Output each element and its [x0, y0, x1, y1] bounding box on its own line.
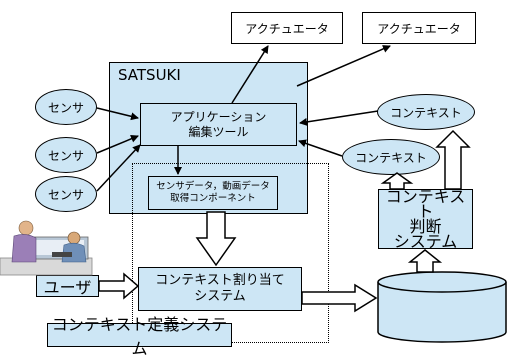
- app-edit-tool-line1: アプリケーション: [170, 109, 267, 124]
- actuator-label-1: アクチュエータ: [245, 21, 329, 36]
- block-arrow-judge-to-context-mid: [380, 172, 414, 190]
- actuator-label-2: アクチュエータ: [377, 21, 461, 36]
- block-arrow-assign-to-db: [301, 283, 378, 313]
- user-illustration: [0, 220, 93, 276]
- user-label: ユーザ: [43, 278, 92, 297]
- sensor-ellipse-2: センサ: [35, 137, 97, 173]
- sensor-label-2: センサ: [47, 148, 84, 163]
- arrow-context-mid: [298, 139, 343, 157]
- context-ellipse-top: コンテキスト: [377, 94, 475, 130]
- sensor-ellipse-1: センサ: [35, 89, 97, 125]
- sensor-data-component-line1: センサデータ，動画データ: [156, 181, 270, 192]
- app-edit-tool-line2: 編集ツール: [188, 124, 249, 139]
- arrow-to-actuator-1: [231, 45, 269, 104]
- sensor-data-component-line2: 取得コンポーネント: [170, 193, 256, 204]
- definition-system-box: コンテキスト定義システム: [47, 315, 232, 358]
- context-definition-db: [377, 271, 507, 343]
- user-box: ユーザ: [36, 275, 99, 297]
- context-judge-line2: 判断: [409, 217, 442, 236]
- sensor-label-1: センサ: [47, 100, 84, 115]
- context-ellipse-mid: コンテキスト: [342, 139, 440, 175]
- context-mid-label: コンテキスト: [355, 150, 427, 165]
- context-top-label: コンテキスト: [390, 105, 462, 120]
- arrow-context-top: [299, 110, 379, 126]
- diagram-shapes: [0, 45, 507, 343]
- sensor-label-3: センサ: [47, 187, 84, 202]
- block-arrow-judge-to-context-top: [435, 129, 471, 190]
- arrow-sensor-2: [96, 134, 139, 154]
- diagram: SATSUKI アクチュエータ アクチュエータ センサ センサ センサ アプリケ…: [0, 12, 507, 358]
- arrow-to-actuator-2: [296, 45, 391, 87]
- context-judge-line1: コンテキスト: [385, 187, 466, 221]
- block-arrow-component-to-assign: [195, 211, 237, 267]
- arrow-sensor-3: [96, 144, 141, 192]
- satsuki-label: SATSUKI: [118, 66, 181, 84]
- context-assign-line1: コンテキスト割り当て: [155, 273, 285, 288]
- actuator-box-1: アクチュエータ: [231, 12, 343, 44]
- arrow-sensor-1: [96, 107, 139, 121]
- context-judge-line3: システム: [393, 232, 458, 251]
- app-edit-tool-box: アプリケーション 編集ツール: [140, 103, 297, 146]
- actuator-box-2: アクチュエータ: [362, 12, 476, 44]
- sensor-ellipse-3: センサ: [35, 176, 97, 212]
- context-assign-line2: システム: [194, 289, 246, 304]
- block-arrow-user-to-assign: [98, 272, 140, 300]
- context-assign-box: コンテキスト割り当て システム: [138, 267, 302, 311]
- context-judge-box: コンテキスト 判断 システム: [378, 187, 473, 251]
- block-arrow-db-to-judge: [407, 249, 443, 273]
- sensor-data-component-box: センサデータ，動画データ 取得コンポーネント: [148, 176, 278, 210]
